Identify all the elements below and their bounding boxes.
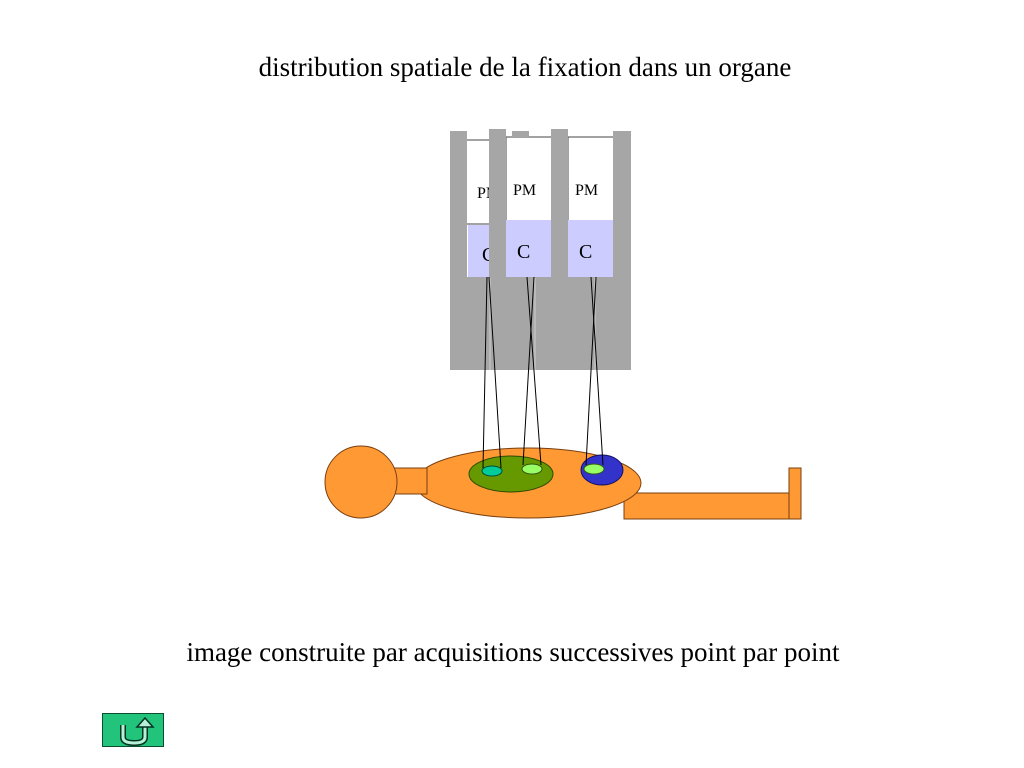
patient-head [324,445,398,519]
fixation-spot-1 [481,465,503,477]
crystal-3 [568,220,614,277]
septum-3 [512,131,529,137]
collimator-block [450,277,631,370]
crystal-2 [506,220,552,277]
patient [324,445,802,520]
fixation-spot-3 [583,463,605,475]
projection-line [482,276,488,469]
slide-title: distribution spatiale de la fixation dan… [258,52,792,82]
projection-line [488,276,502,469]
septum-1 [450,131,467,277]
patient-neck [393,467,428,495]
crystal-label-3: C [579,241,592,263]
return-arrow-icon [120,716,155,747]
pm-window-3 [567,136,615,223]
crystal-1-crop [489,225,506,277]
fixation-spot-2 [521,463,543,475]
projection-line [590,276,604,466]
slide-caption: image construite par acquisitions succes… [186,637,840,667]
projection-line [522,276,535,466]
septum-4 [551,129,568,277]
septum-5 [613,131,631,277]
pm-window-2 [505,136,553,223]
pm-label-2: PM [513,182,536,199]
projection-line [526,276,542,466]
patient-feet [788,467,802,520]
pm-label-3: PM [575,182,598,199]
detector-head: PM PM PM C C C [450,129,631,370]
crystal-label-2: C [517,241,530,263]
back-button[interactable] [102,713,164,747]
projection-line [585,276,597,466]
projection-lines [482,276,604,469]
patient-legs [623,492,793,520]
